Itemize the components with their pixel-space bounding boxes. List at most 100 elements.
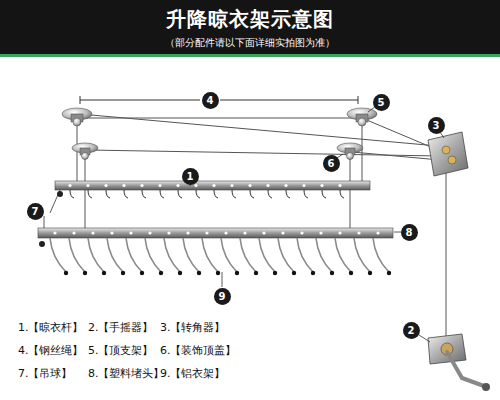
hanger [373,238,389,272]
part-name: 5.【顶支架】 [88,343,154,358]
rod-hook [88,190,92,198]
wire-dimension [80,96,358,104]
hanger [126,238,142,272]
rod-hole [72,231,75,234]
rod-hole [266,184,269,187]
hanger [354,238,370,272]
rod-hole [338,231,341,234]
hanger-end [273,271,277,275]
rod-hook [268,190,272,198]
rod-hole [176,184,179,187]
hanger-end [64,271,68,275]
subtitle: （部分配件请以下面详细实拍图为准） [0,36,500,50]
wire-ropes [77,114,446,336]
callout-text: 2 [408,325,415,336]
hanger-end [368,271,372,275]
rod-hook [322,190,326,198]
rod-hole [302,184,305,187]
hanger-end [349,271,353,275]
callout-text: 7 [32,206,39,217]
rod-hole [140,184,143,187]
hanger [240,238,256,272]
callout-text: 3 [433,120,440,131]
hanger [221,238,237,272]
hanger-end [197,271,201,275]
rod-hook [286,190,290,198]
callout-text: 6 [328,158,335,169]
hanger-end [102,271,106,275]
rod-hook [214,190,218,198]
header-band [0,0,500,54]
callout-number: 3 [428,117,445,134]
rod-hook [340,190,344,198]
rod-hole [129,231,132,234]
part-name: 3.【转角器】 [160,320,226,335]
rod-hole [320,184,323,187]
rod-hole [319,231,322,234]
callout-number: 8 [401,224,418,241]
hanger [183,238,199,272]
hanger-end [216,271,220,275]
rod-hole [338,184,341,187]
drying-rods [38,181,393,238]
rod-hook [196,190,200,198]
top-pulleys [62,108,377,160]
rod-hole [262,231,265,234]
hanger-end [330,271,334,275]
callout-text: 9 [219,291,226,302]
hanger-end [83,271,87,275]
hanger-end [159,271,163,275]
rod-hole [212,184,215,187]
callout-number: 1 [182,168,199,185]
callout-number: 4 [202,92,219,109]
rod-hook [70,190,74,198]
rod-hole [248,184,251,187]
hanger [88,238,104,272]
hanger-end [235,271,239,275]
rod-hook [178,190,182,198]
callout-text: 8 [406,227,413,238]
hanger [50,238,66,272]
rod-hole [167,231,170,234]
part-name: 6.【装饰顶盖】 [160,343,237,358]
rod-hole [148,231,151,234]
rod-hook [106,190,110,198]
callout-number: 7 [27,203,44,220]
rod-hook [124,190,128,198]
hanger [202,238,218,272]
leader-lines [190,106,444,342]
end-balls [39,190,63,247]
rod-hooks [50,184,391,275]
hanger [316,238,332,272]
header-stripe [0,54,500,57]
rod-hole [357,231,360,234]
rod-hole [53,231,56,234]
rod-hook [142,190,146,198]
callout-number: 2 [403,322,420,339]
callout-number: 9 [214,288,231,305]
rod-hole [68,184,71,187]
part-name: 2.【手摇器】 [88,320,154,335]
rod-hole [86,184,89,187]
rod-hole [230,184,233,187]
hanger [69,238,85,272]
hanger [297,238,313,272]
hanger-end [254,271,258,275]
callout-text: 5 [378,97,385,108]
corner-device [428,132,468,176]
hanger [145,238,161,272]
callout-text: 4 [207,95,214,106]
hanger-end [387,271,391,275]
part-name: 9.【铝衣架】 [160,366,226,381]
rod-hole [194,184,197,187]
callout-number: 6 [323,155,340,172]
title: 升降晾衣架示意图 [0,6,500,33]
part-name: 8.【塑料堵头】 [88,366,165,381]
rod-hole [122,184,125,187]
rod-hole [205,231,208,234]
hanger [107,238,123,272]
hanger-end [140,271,144,275]
rod-hole [376,231,379,234]
